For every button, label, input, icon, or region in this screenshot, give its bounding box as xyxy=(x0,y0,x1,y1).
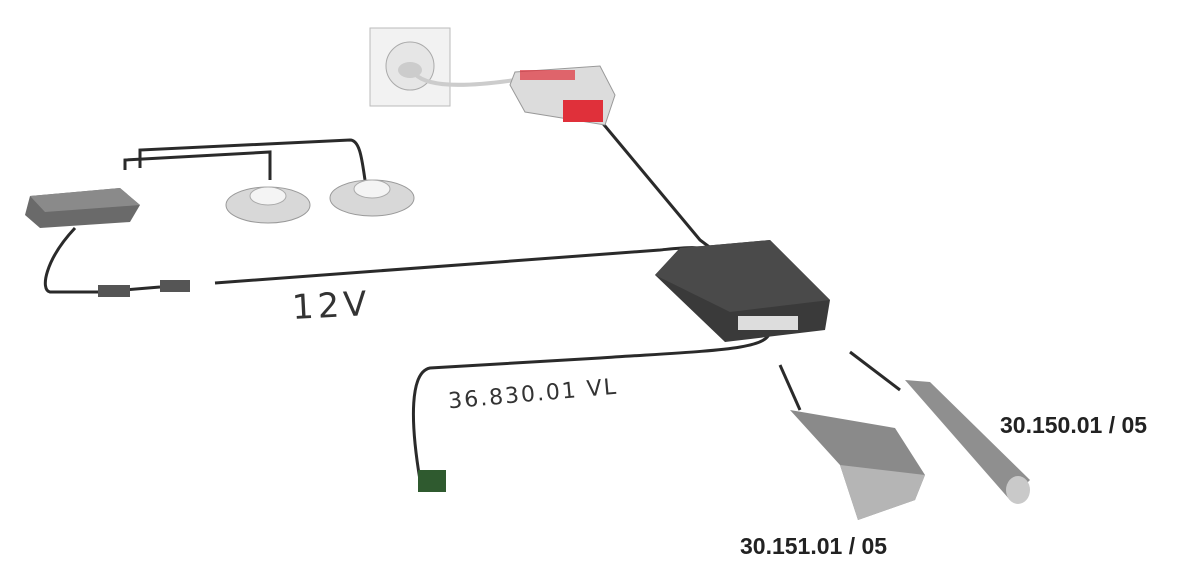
distributor-box xyxy=(655,240,830,342)
sensor-box xyxy=(790,410,925,520)
led-hub xyxy=(25,188,140,228)
connector xyxy=(98,285,130,297)
sensor-tube xyxy=(905,380,1030,504)
voltage-label: 12V xyxy=(291,283,372,329)
spot-lights xyxy=(225,179,415,224)
sensor-part-b-label: 30.151.01 / 05 xyxy=(740,533,888,559)
sensor-pcb xyxy=(418,470,446,492)
connector xyxy=(160,280,190,292)
sensor-part-a-label: 30.150.01 / 05 xyxy=(1000,412,1148,438)
wall-socket xyxy=(369,27,451,107)
power-supply xyxy=(509,65,616,126)
